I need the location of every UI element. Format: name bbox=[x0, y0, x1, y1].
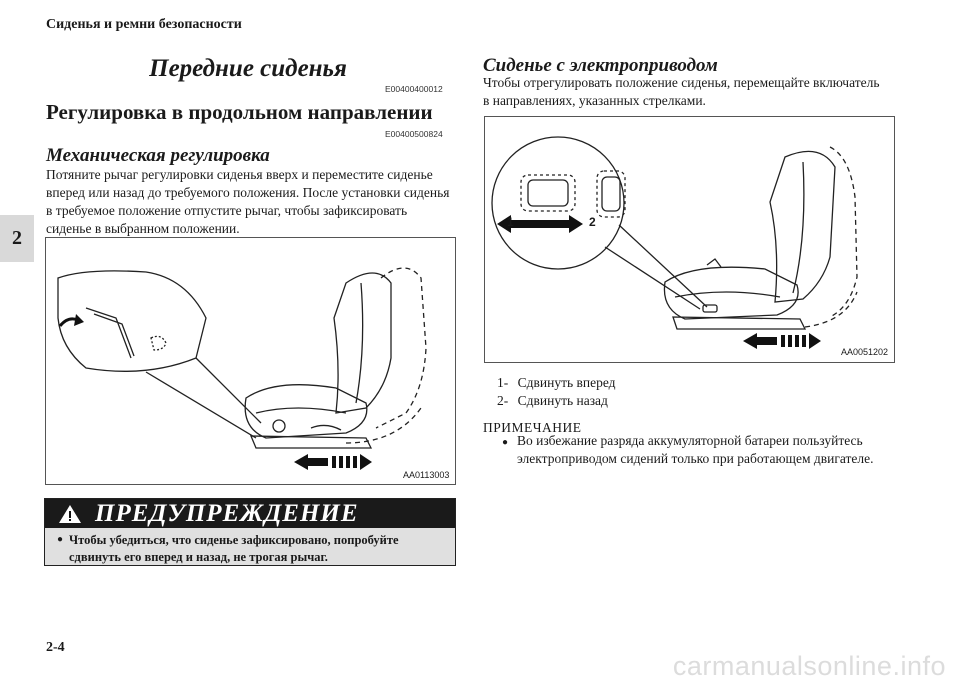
warning-title: ПРЕДУПРЕЖДЕНИЕ bbox=[95, 499, 359, 527]
page-number: 2-4 bbox=[46, 640, 65, 655]
text-line: Во избежание разряда аккумуляторной бата… bbox=[517, 433, 863, 448]
text-line: в направлениях, указанных стрелками. bbox=[483, 93, 706, 108]
section-code: E00400400012 bbox=[385, 84, 443, 94]
chapter-tab: 2 bbox=[0, 215, 34, 262]
text-line: Чтобы отрегулировать положение сиденья, … bbox=[483, 75, 880, 90]
figure-label: AA0051202 bbox=[841, 347, 889, 357]
text-line: электроприводом сидений только при работ… bbox=[517, 451, 874, 466]
text-line: сиденье в выбранном положении. bbox=[46, 221, 240, 236]
note-title: ПРИМЕЧАНИЕ bbox=[483, 420, 582, 435]
power-seat-illustration bbox=[491, 136, 858, 349]
list-item: 2- Сдвинуть назад bbox=[497, 392, 608, 410]
text-line: сдвинуть его вперед и назад, не трогая р… bbox=[69, 550, 328, 564]
power-seat-text: Чтобы отрегулировать положение сиденья, … bbox=[483, 74, 913, 110]
warning-box: ПРЕДУПРЕЖДЕНИЕ ● Чтобы убедиться, что си… bbox=[44, 498, 456, 566]
manual-adjust-title: Механическая регулировка bbox=[46, 145, 270, 166]
callout-1: 1 bbox=[507, 215, 514, 229]
text-line: вперед или назад до требуемого положения… bbox=[46, 185, 450, 200]
manual-seat-illustration bbox=[57, 267, 427, 470]
manual-adjust-text: Потяните рычаг регулировки сиденья вверх… bbox=[46, 166, 456, 238]
list-number: 2- bbox=[497, 393, 509, 408]
manual-seat-figure: AA0113003 bbox=[45, 237, 456, 485]
subsection-title: Регулировка в продольном направлении bbox=[46, 100, 433, 124]
text-line: Чтобы убедиться, что сиденье зафиксирова… bbox=[69, 533, 399, 547]
subsection-code: E00400500824 bbox=[385, 129, 443, 139]
warning-header: ПРЕДУПРЕЖДЕНИЕ bbox=[45, 499, 455, 528]
text-line: в требуемое положение отпустите рычаг, ч… bbox=[46, 203, 408, 218]
warning-text: Чтобы убедиться, что сиденье зафиксирова… bbox=[69, 532, 449, 566]
callout-2: 2 bbox=[589, 215, 596, 229]
list-text: Сдвинуть назад bbox=[517, 393, 608, 408]
figure-label: AA0113003 bbox=[403, 470, 450, 480]
list-item: 1- Сдвинуть вперед bbox=[497, 374, 616, 392]
section-title: Передние сиденья bbox=[149, 55, 347, 82]
bullet-icon: ● bbox=[502, 437, 509, 448]
watermark: carmanualsonline.info bbox=[672, 651, 946, 681]
power-seat-figure: 1 2 AA0051202 bbox=[484, 116, 895, 363]
warning-triangle-icon bbox=[59, 504, 81, 523]
text-line: Потяните рычаг регулировки сиденья вверх… bbox=[46, 167, 433, 182]
power-seat-title: Сиденье с электроприводом bbox=[483, 55, 718, 76]
bullet-icon: ● bbox=[57, 534, 64, 545]
list-number: 1- bbox=[497, 375, 509, 390]
running-header: Сиденья и ремни безопасности bbox=[46, 17, 242, 32]
note-text: Во избежание разряда аккумуляторной бата… bbox=[517, 432, 917, 468]
list-text: Сдвинуть вперед bbox=[517, 375, 616, 390]
